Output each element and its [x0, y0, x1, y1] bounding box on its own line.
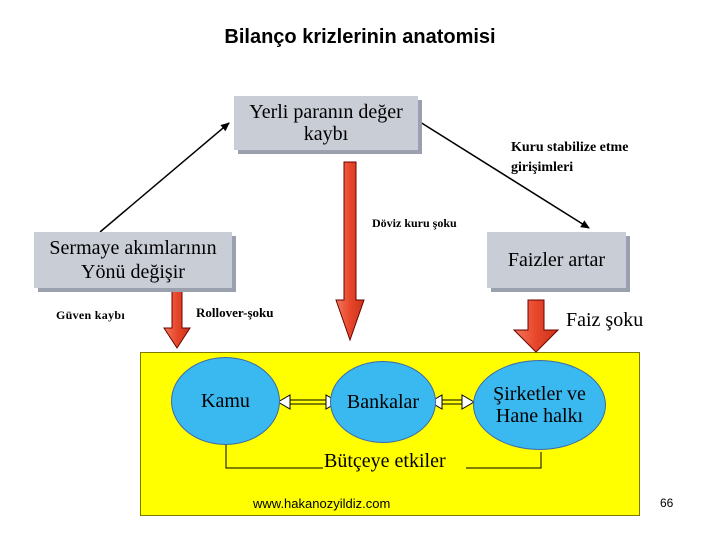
node-sirketler-hane-halki: Şirketler ve Hane halkı	[473, 360, 606, 450]
label-faiz-soku: Faiz şoku	[566, 309, 644, 331]
red-arrow-doviz-kuru-soku	[335, 161, 365, 342]
page-number: 66	[660, 496, 674, 510]
label-butceye-etkiler: Bütçeye etkiler	[324, 450, 446, 472]
node-bankalar: Bankalar	[330, 361, 436, 443]
arrow-yerli-to-faizler	[419, 121, 590, 229]
node-faizler-artar: Faizler artar	[487, 232, 626, 288]
node-yerli-para: Yerli paranın değer kaybı	[234, 96, 418, 150]
budget-effects-line-right	[466, 452, 542, 469]
label-rollover-soku: Rollover-şoku	[196, 305, 274, 320]
connector-bankalar-sirketler	[429, 394, 475, 410]
label-guven-kaybi: Güven kaybı	[56, 308, 125, 322]
arrow-sermaye-to-yerli	[99, 122, 230, 233]
budget-effects-line	[225, 436, 323, 469]
slide-title: Bilanço krizlerinin anatomisi	[224, 26, 496, 48]
label-kuru-stabilize: Kuru stabilize etme girişimleri	[511, 140, 629, 175]
node-sermaye-akimlari: Sermaye akımlarının Yönü değişir	[34, 232, 232, 288]
red-arrow-faiz-soku	[512, 299, 560, 353]
red-arrow-guven-kaybi	[163, 289, 191, 349]
label-doviz-kuru-soku: Döviz kuru şoku	[372, 216, 457, 230]
node-kamu: Kamu	[171, 357, 280, 445]
connector-kamu-bankalar	[277, 394, 339, 410]
footer-url: www.hakanozyildiz.com	[253, 496, 391, 511]
